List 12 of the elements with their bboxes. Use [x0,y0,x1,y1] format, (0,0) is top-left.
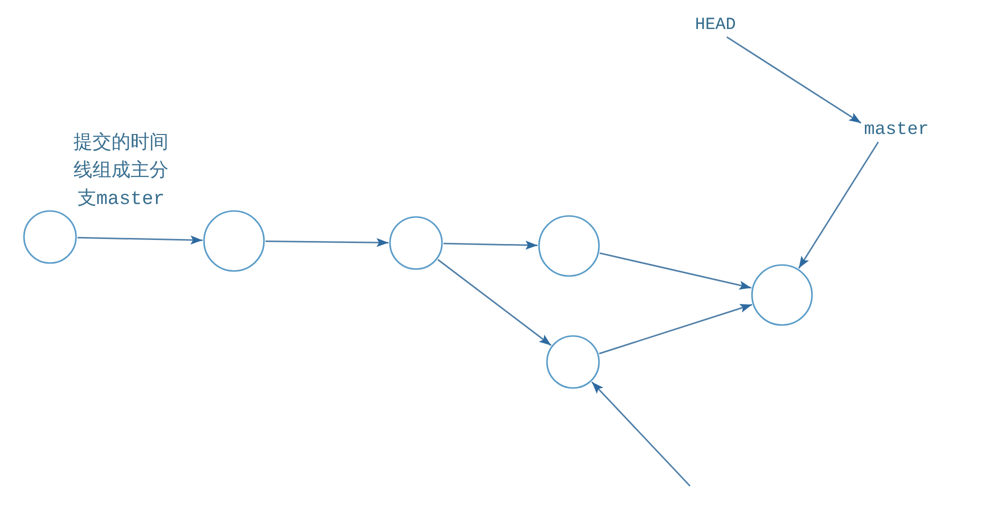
arrow [798,142,879,269]
arrow [266,238,388,248]
text-label: master [864,120,929,140]
arrow [598,304,752,354]
arrow [437,259,552,346]
arrow [726,36,862,124]
text-label: HEAD [695,16,736,35]
arrow [600,252,752,290]
arrow [443,240,538,250]
arrow [77,236,203,245]
note-text: 提交的时间线组成主分支master [72,131,170,212]
arrow [591,381,691,487]
